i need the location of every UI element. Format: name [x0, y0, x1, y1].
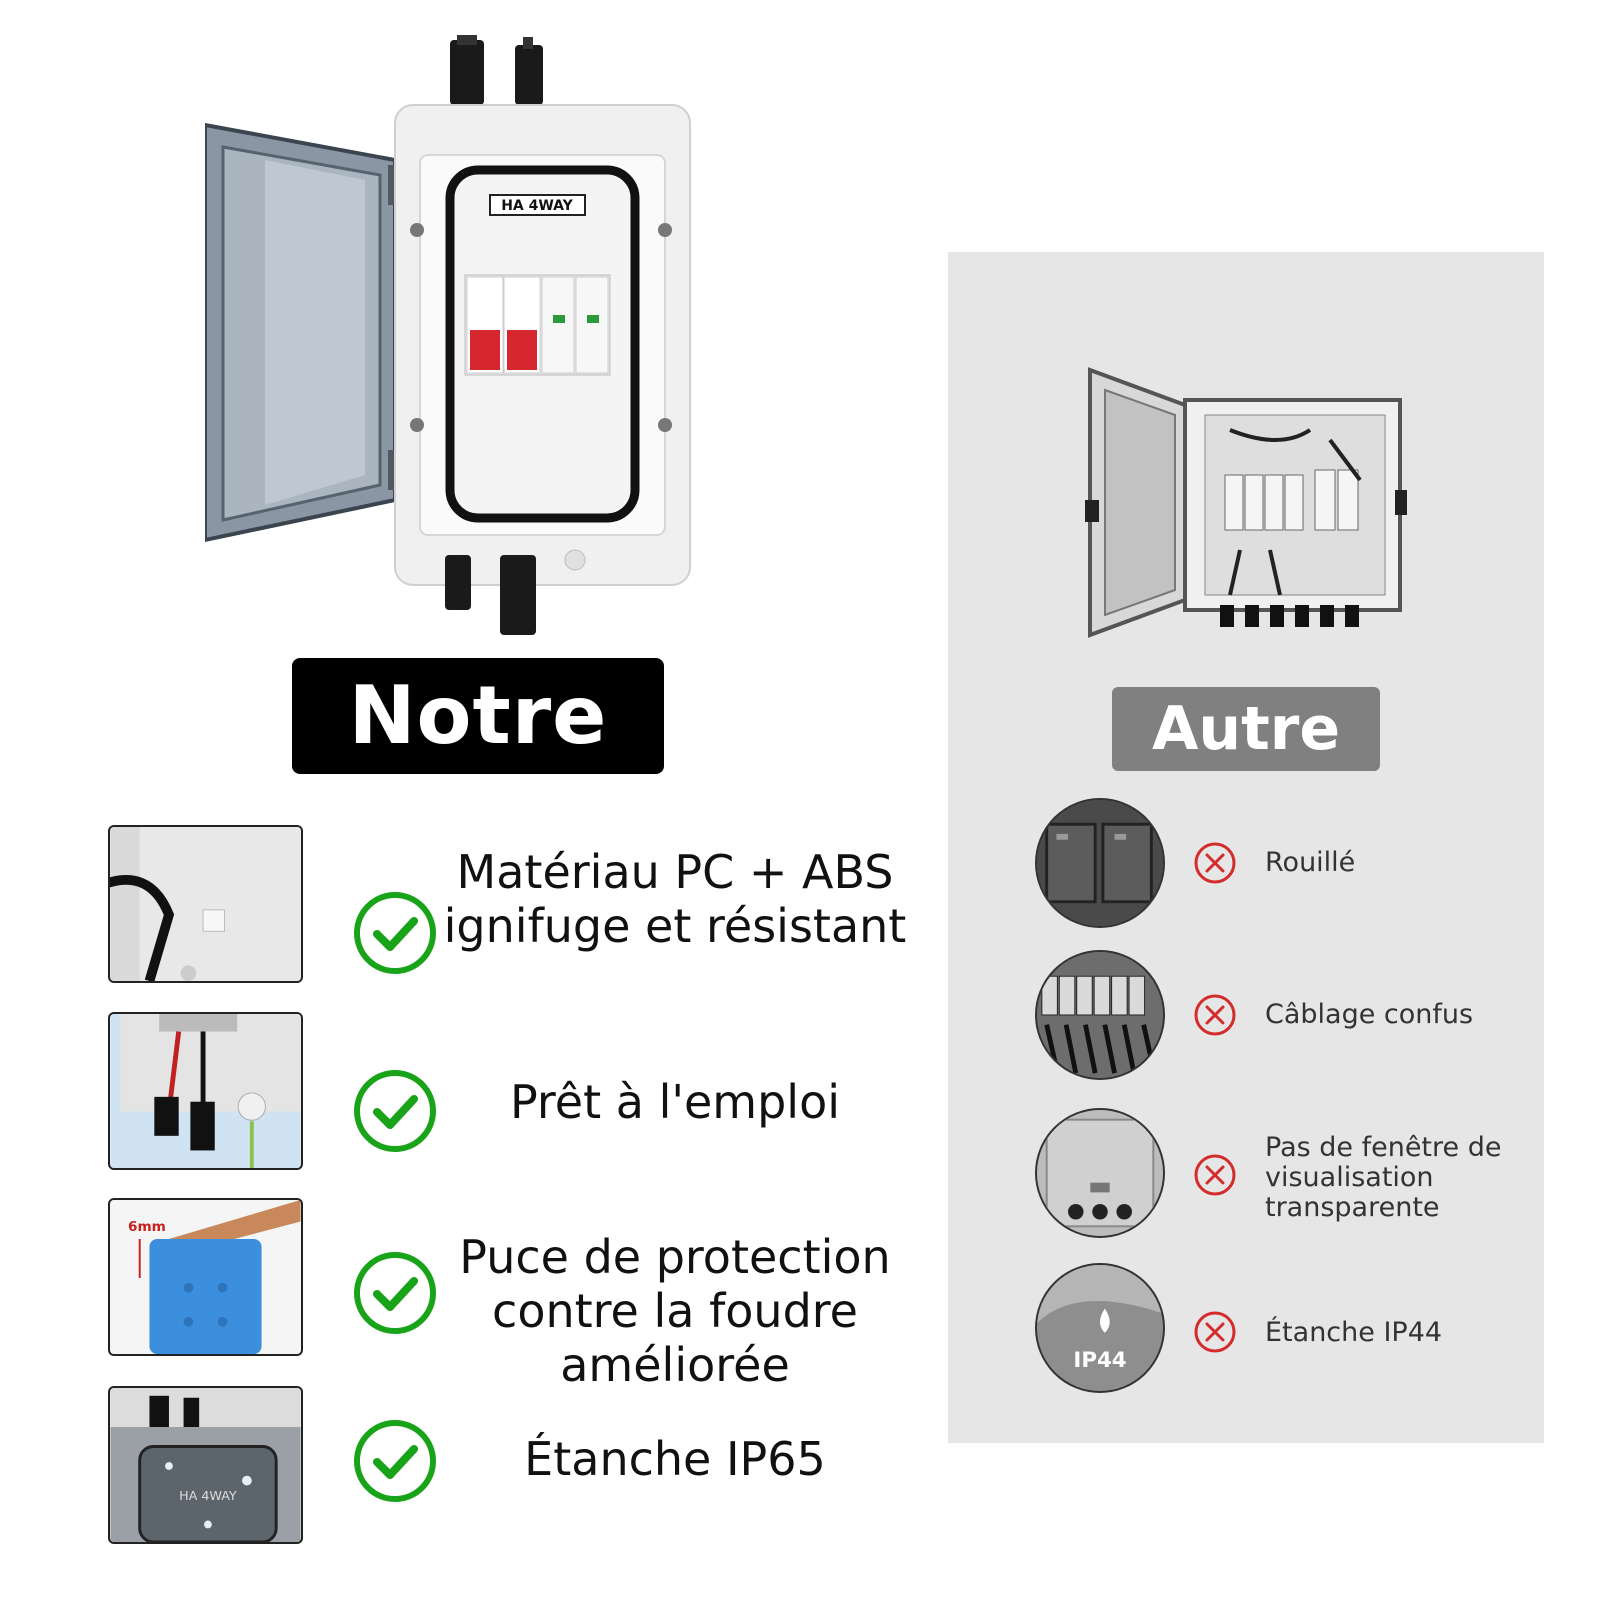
feature-ready-text: Prêt à l'emploi [509, 1075, 841, 1129]
feature-material-text: Matériau PC + ABS ignifuge et résistant [443, 845, 907, 953]
cross-circle-icon [1193, 841, 1237, 885]
device-label: HA 4WAY [501, 198, 573, 214]
material-thumbnail [108, 825, 303, 983]
our-product-image: HA 4WAY [203, 35, 695, 635]
rusted-circle-image [1035, 798, 1165, 928]
cross-circle-icon [1193, 1153, 1237, 1197]
thumb-device-label: HA 4WAY [179, 1488, 237, 1503]
ip44-circle-image: IP44 [1035, 1263, 1165, 1393]
drawback-no-window-text: Pas de fenêtre de visualisation transpar… [1265, 1132, 1502, 1223]
messy-wiring-circle-image [1035, 950, 1165, 1080]
feature-waterproof-text: Étanche IP65 [524, 1432, 826, 1486]
check-circle-icon [352, 1250, 438, 1336]
cross-circle-icon [1193, 1310, 1237, 1354]
check-circle-icon [352, 890, 438, 976]
drawback-wiring-text: Câblage confus [1265, 999, 1474, 1030]
feature-lightning-text: Puce de protection contre la foudre amél… [459, 1230, 891, 1392]
cross-circle-icon [1193, 993, 1237, 1037]
check-circle-icon [352, 1418, 438, 1504]
drawback-ip44-text: Étanche IP44 [1265, 1317, 1443, 1348]
ip44-label: IP44 [1073, 1348, 1126, 1373]
no-window-circle-image [1035, 1108, 1165, 1238]
lightning-chip-thumbnail: 6mm [108, 1198, 303, 1356]
ready-to-use-thumbnail [108, 1012, 303, 1170]
drawback-rusted-text: Rouillé [1265, 847, 1356, 878]
thumb-6mm-label: 6mm [128, 1219, 166, 1235]
other-product-image [1080, 360, 1410, 645]
other-product-badge: Autre [1112, 687, 1380, 771]
our-product-badge: Notre [292, 658, 664, 774]
waterproof-thumbnail: HA 4WAY [108, 1386, 303, 1544]
check-circle-icon [352, 1068, 438, 1154]
